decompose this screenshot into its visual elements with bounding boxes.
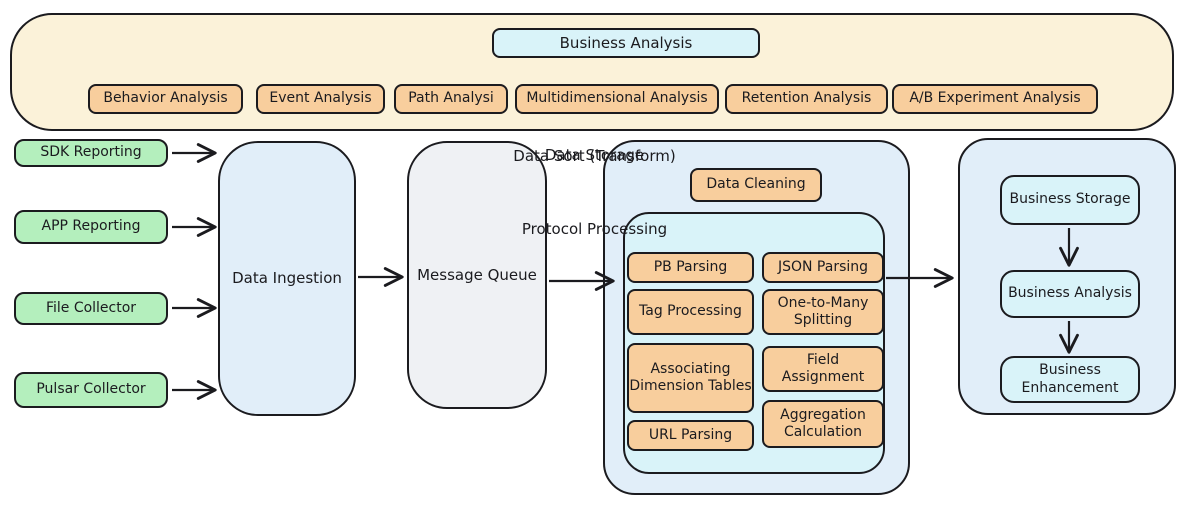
- data-ingestion-label: Data Ingestion: [232, 269, 342, 288]
- analysis-node-behavior[interactable]: Behavior Analysis: [88, 84, 243, 114]
- source-node-pulsar-collector[interactable]: Pulsar Collector: [14, 372, 168, 408]
- business-analysis-stage-node[interactable]: Business Analysis: [1000, 270, 1140, 318]
- field-assignment-node[interactable]: Field Assignment: [762, 346, 884, 392]
- app-reporting-label: APP Reporting: [41, 218, 141, 235]
- business-analysis-label: Business Analysis: [559, 33, 693, 52]
- source-node-sdk-reporting[interactable]: SDK Reporting: [14, 139, 168, 167]
- protocol-processing-title: Protocol Processing: [521, 220, 668, 238]
- data-storage-title: Data Storage: [544, 146, 645, 164]
- json-parsing-node[interactable]: JSON Parsing: [762, 252, 884, 283]
- event-analysis-label: Event Analysis: [269, 90, 372, 107]
- associating-dimension-tables-node[interactable]: Associating Dimension Tables: [627, 343, 754, 413]
- business-analysis-stage-label: Business Analysis: [1008, 285, 1132, 302]
- tag-processing-label: Tag Processing: [639, 303, 742, 320]
- url-parsing-node[interactable]: URL Parsing: [627, 420, 754, 451]
- source-node-file-collector[interactable]: File Collector: [14, 292, 168, 325]
- json-parsing-label: JSON Parsing: [777, 258, 869, 275]
- data-cleaning-label: Data Cleaning: [706, 176, 806, 193]
- aggregation-calculation-node[interactable]: Aggregation Calculation: [762, 400, 884, 448]
- analysis-node-path[interactable]: Path Analysi: [394, 84, 508, 114]
- url-parsing-label: URL Parsing: [648, 426, 733, 443]
- analysis-node-multidimensional[interactable]: Multidimensional Analysis: [515, 84, 719, 114]
- business-storage-node[interactable]: Business Storage: [1000, 175, 1140, 225]
- message-queue-label: Message Queue: [417, 265, 537, 284]
- pulsar-collector-label: Pulsar Collector: [36, 381, 146, 398]
- data-sort-title: Data Sort (Transform): [513, 147, 676, 165]
- one-to-many-splitting-node[interactable]: One-to-Many Splitting: [762, 289, 884, 335]
- data-ingestion-node[interactable]: Data Ingestion: [218, 141, 356, 416]
- behavior-analysis-label: Behavior Analysis: [103, 90, 228, 107]
- sdk-reporting-label: SDK Reporting: [40, 144, 142, 161]
- pb-parsing-node[interactable]: PB Parsing: [627, 252, 754, 283]
- tag-processing-node[interactable]: Tag Processing: [627, 289, 754, 335]
- pb-parsing-label: PB Parsing: [653, 258, 728, 275]
- message-queue-node[interactable]: Message Queue: [407, 141, 547, 409]
- source-node-app-reporting[interactable]: APP Reporting: [14, 210, 168, 244]
- business-analysis-node[interactable]: Business Analysis: [492, 28, 760, 58]
- field-assignment-label: Field Assignment: [781, 351, 865, 386]
- file-collector-label: File Collector: [45, 299, 137, 316]
- business-enhancement-node[interactable]: Business Enhancement: [1000, 356, 1140, 403]
- aggregation-calculation-label: Aggregation Calculation: [780, 406, 866, 441]
- business-storage-label: Business Storage: [1009, 191, 1131, 208]
- analysis-node-event[interactable]: Event Analysis: [256, 84, 385, 114]
- associating-dimension-tables-label: Associating Dimension Tables: [629, 360, 752, 395]
- analysis-node-ab-experiment[interactable]: A/B Experiment Analysis: [892, 84, 1098, 114]
- path-analysis-label: Path Analysi: [408, 90, 494, 107]
- multidimensional-analysis-label: Multidimensional Analysis: [526, 90, 708, 107]
- retention-analysis-label: Retention Analysis: [741, 90, 872, 107]
- ab-experiment-analysis-label: A/B Experiment Analysis: [909, 90, 1081, 107]
- data-cleaning-node[interactable]: Data Cleaning: [690, 168, 822, 202]
- analysis-node-retention[interactable]: Retention Analysis: [725, 84, 888, 114]
- business-enhancement-label: Business Enhancement: [1021, 362, 1119, 396]
- one-to-many-splitting-label: One-to-Many Splitting: [777, 294, 869, 329]
